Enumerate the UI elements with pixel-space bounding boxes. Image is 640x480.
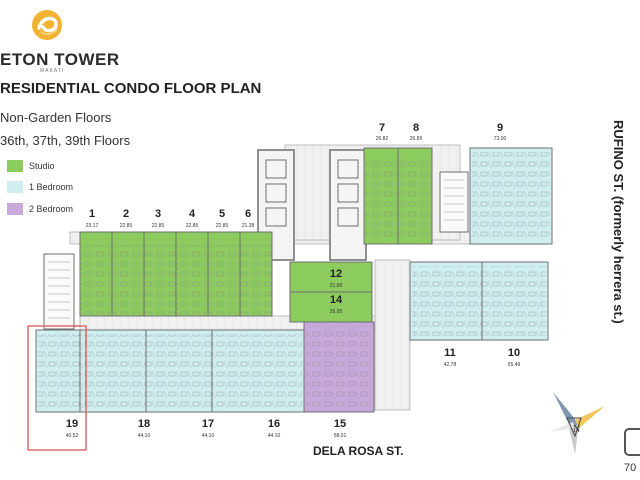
unit-area: 22.85 (186, 223, 199, 229)
elevator-core-b (329, 149, 367, 261)
unit-label: 17 (202, 418, 214, 430)
legend-item-studio: Studio (7, 160, 55, 172)
brand-name: ETON TOWER (0, 50, 120, 69)
unit-19-highlight (27, 325, 87, 451)
floor-list: 36th, 37th, 39th Floors (0, 133, 131, 148)
unit-area: 40.52 (66, 433, 79, 439)
unit-label: 8 (413, 122, 419, 134)
unit-area: 73.00 (494, 136, 507, 142)
unit-area: 21.00 (330, 283, 343, 289)
stair-west (43, 253, 75, 330)
unit-label: 12 (330, 268, 342, 280)
unit-label: 15 (334, 418, 346, 430)
unit-label: 1 (89, 208, 95, 220)
unit-area: 22.85 (152, 223, 165, 229)
unit-label: 18 (138, 418, 150, 430)
unit-area: 26.82 (376, 136, 389, 142)
unit-label: 9 (497, 122, 503, 134)
stair-east (439, 171, 469, 233)
street-label-right: RUFINO ST. (formerly herrera st.) (611, 120, 626, 324)
unit-label: 10 (508, 347, 520, 359)
legend-item-2-bedroom: 2 Bedroom (7, 203, 73, 215)
legend-swatch (7, 203, 23, 215)
unit-label: 3 (155, 208, 161, 220)
corner-text: 70 (624, 462, 637, 474)
svg-text:N: N (573, 424, 580, 435)
eton-logo-icon (32, 10, 62, 40)
page-title: RESIDENTIAL CONDO FLOOR PLAN (0, 80, 262, 97)
unit-label: 4 (189, 208, 196, 220)
legend-label: 1 Bedroom (29, 182, 74, 192)
compass-icon: N (549, 392, 605, 454)
unit-14 (289, 291, 373, 323)
legend-swatch (7, 160, 23, 172)
unit-label: 5 (219, 208, 225, 220)
corner-badge-icon (624, 428, 640, 456)
legend-item-1-bedroom: 1 Bedroom (7, 181, 73, 193)
unit-area: 26.89 (410, 136, 423, 142)
unit-area: 22.85 (120, 223, 133, 229)
unit-area: 44.10 (138, 433, 151, 439)
unit-label: 2 (123, 208, 129, 220)
legend-label: Studio (29, 161, 55, 171)
unit-area: 26.05 (330, 309, 343, 315)
street-label-bottom: DELA ROSA ST. (313, 444, 404, 458)
unit-area: 21.38 (242, 223, 255, 229)
unit-label: 19 (66, 418, 78, 430)
unit-area: 44.10 (202, 433, 215, 439)
unit-area: 23.17 (86, 223, 99, 229)
unit-area: 55.49 (508, 362, 521, 368)
unit-area: 22.85 (216, 223, 229, 229)
brand-subtitle: MAKATI (40, 68, 65, 74)
floor-type: Non-Garden Floors (0, 110, 112, 125)
unit-label: 11 (444, 347, 456, 359)
unit-label: 6 (245, 208, 251, 220)
unit-area: 42.78 (444, 362, 457, 368)
unit-label: 16 (268, 418, 280, 430)
unit-area: 58.01 (334, 433, 347, 439)
corridor-east (374, 259, 411, 411)
unit-label: 14 (330, 294, 343, 306)
unit-area: 44.10 (268, 433, 281, 439)
unit-label: 7 (379, 122, 385, 134)
unit-12 (289, 261, 373, 293)
legend-label: 2 Bedroom (29, 204, 74, 214)
legend-swatch (7, 181, 23, 193)
